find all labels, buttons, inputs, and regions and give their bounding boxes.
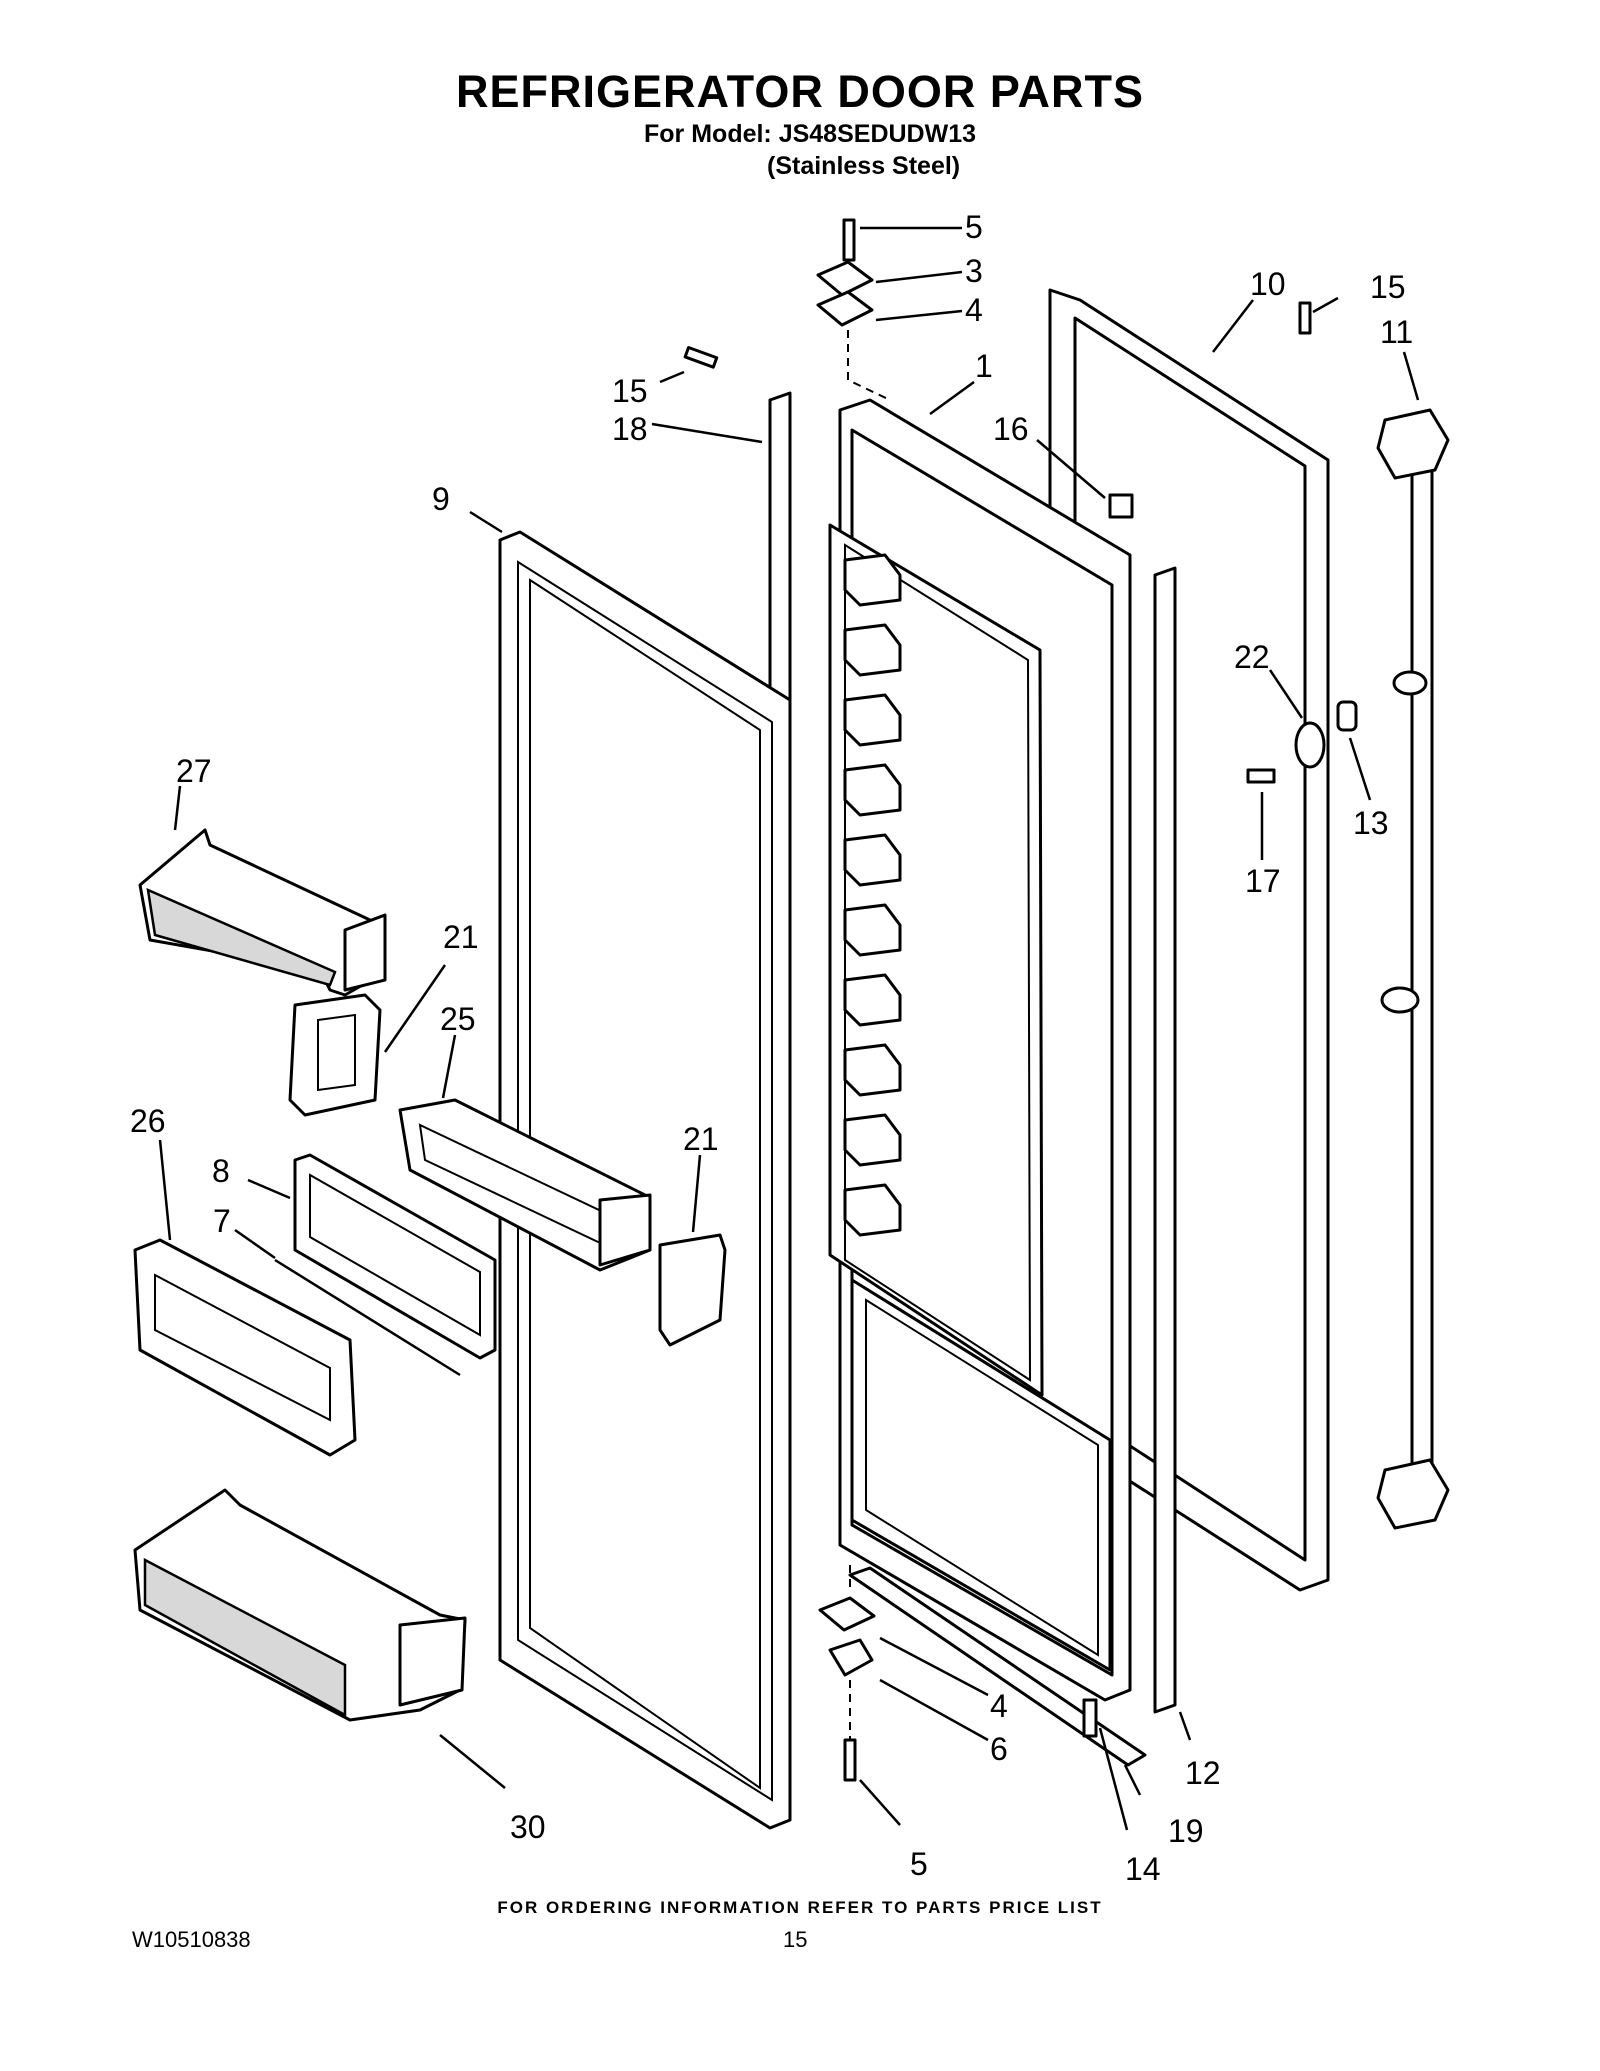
model-number: For Model: JS48SEDUDW13 — [644, 120, 977, 148]
bushing-13 — [1336, 700, 1358, 732]
callout-7: 7 — [213, 1203, 231, 1239]
callout-12: 12 — [1185, 1755, 1221, 1791]
model-finish: (Stainless Steel) — [767, 152, 961, 180]
callout-13: 13 — [1353, 805, 1389, 841]
bottom-hinge-assembly — [818, 1565, 876, 1782]
callout-19: 19 — [1168, 1813, 1204, 1849]
part-trim-19 — [848, 1566, 1147, 1767]
callout-4-bottom: 4 — [990, 1688, 1008, 1724]
door-shelf-ledges — [843, 553, 902, 1237]
callout-30: 30 — [510, 1809, 546, 1845]
callout-11: 11 — [1380, 314, 1413, 350]
part-bin-30 — [133, 1488, 467, 1722]
screw-17 — [1246, 768, 1276, 784]
callout-26: 26 — [130, 1103, 166, 1139]
top-hinge-assembly — [816, 218, 891, 401]
callout-15-left: 15 — [612, 373, 648, 409]
part-strip-7 — [274, 1258, 461, 1377]
callout-9: 9 — [432, 481, 450, 517]
callout-15-right: 15 — [1370, 269, 1406, 305]
part-housing-25 — [398, 1098, 652, 1272]
callout-16: 16 — [993, 411, 1029, 447]
callout-22: 22 — [1234, 639, 1270, 675]
callout-5-bottom: 5 — [910, 1846, 928, 1882]
screw-15-left — [683, 346, 719, 369]
leader-lines — [158, 226, 1420, 1831]
callout-10: 10 — [1250, 266, 1286, 302]
part-gasket-9 — [498, 530, 792, 1830]
part-cover-26 — [133, 1238, 357, 1457]
callout-25: 25 — [440, 1001, 476, 1037]
callout-18: 18 — [612, 411, 648, 447]
part-handle-11 — [1376, 408, 1450, 1530]
document-number: W10510838 — [132, 1927, 251, 1952]
callout-21-right: 21 — [683, 1121, 719, 1157]
page-number: 15 — [783, 1927, 808, 1952]
part-trim-12 — [1153, 566, 1177, 1714]
part-bracket-21-right — [658, 1233, 727, 1347]
part-bracket-21-left — [288, 993, 382, 1117]
callout-5-top: 5 — [965, 209, 983, 245]
callout-27: 27 — [176, 753, 212, 789]
callout-8: 8 — [212, 1153, 230, 1189]
screw-14 — [1082, 1698, 1098, 1738]
ordering-note: FOR ORDERING INFORMATION REFER TO PARTS … — [497, 1898, 1103, 1917]
part-bin-27 — [138, 828, 387, 997]
spacer-16 — [1108, 493, 1134, 519]
callout-4-top: 4 — [965, 292, 983, 328]
part-frame-8 — [293, 1153, 497, 1360]
screw-15-right — [1298, 301, 1312, 335]
callout-3: 3 — [965, 253, 983, 289]
callout-17: 17 — [1245, 863, 1281, 899]
callout-21-left: 21 — [443, 919, 479, 955]
callout-14: 14 — [1125, 1851, 1161, 1887]
callout-6: 6 — [990, 1731, 1008, 1767]
page-title: REFRIGERATOR DOOR PARTS — [455, 66, 1145, 117]
callout-1: 1 — [975, 348, 993, 384]
washer-22 — [1294, 721, 1326, 769]
